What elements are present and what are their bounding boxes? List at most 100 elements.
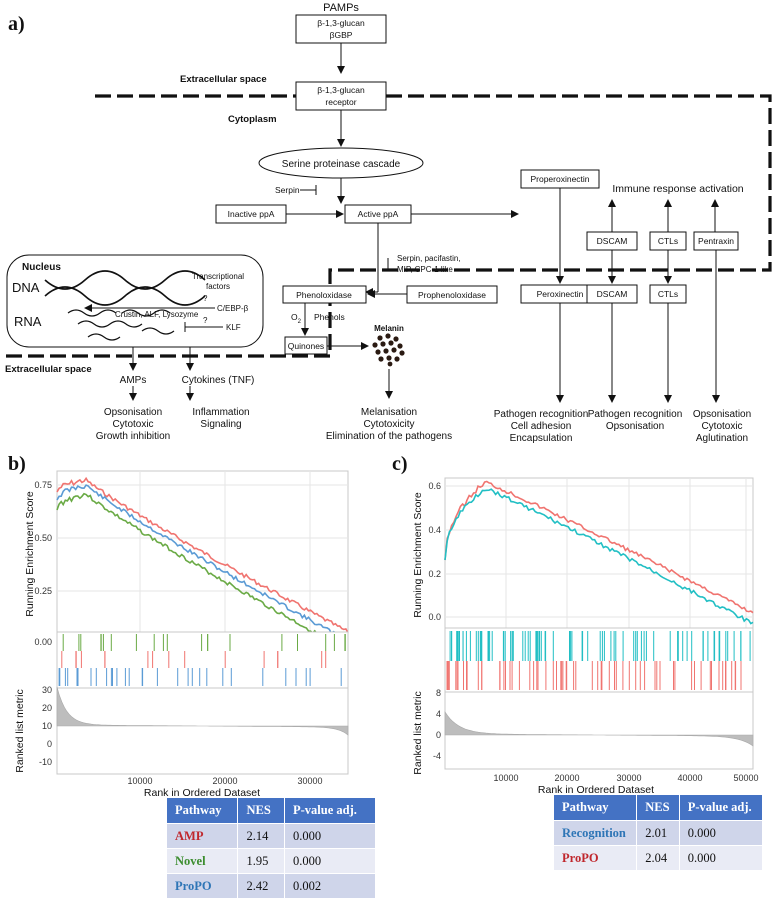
b-results-table: Pathway NES P-value adj. AMP 2.14 0.000 … (165, 797, 377, 899)
dscam-label-top: DSCAM (597, 236, 628, 246)
b-row-pathway: Novel (165, 848, 239, 874)
rna-strands (67, 309, 175, 341)
c-row-nes: 2.01 (636, 820, 680, 846)
crustin-label: Crustin, ALF, Lysozyme (115, 310, 199, 319)
b-metric-tick-0: 30 (42, 685, 52, 695)
cytokines-label: Cytokines (TNF) (182, 375, 255, 386)
outcome-peroxinectin-3: Encapsulation (510, 433, 573, 444)
dscam-label-bottom: DSCAM (597, 289, 628, 299)
c-ylabel-top: Running Enrichment Score (412, 492, 424, 618)
outcome-melanin-1: Melanisation (361, 407, 417, 418)
b-es-tick-2: 0.25 (34, 586, 52, 596)
phenoloxidase-box (282, 285, 367, 304)
outcome-cytokines-1: Inflammation (192, 407, 249, 418)
b-metric-tick-4: -10 (39, 757, 52, 767)
b-es-curve-novel (56, 492, 349, 652)
amps-label: AMPs (120, 375, 147, 386)
b-row-pathway: ProPO (165, 873, 239, 899)
c-table-header: Pathway NES P-value adj. (552, 794, 764, 821)
b-metric-tick-1: 20 (42, 703, 52, 713)
outcome-cytokines-2: Signaling (200, 419, 241, 430)
panel-c: c) 0.6 0.4 0.2 0.0 8 4 0 -4 10000 20000 … (392, 453, 759, 796)
c-es-frame (444, 477, 754, 629)
b-th-padj: P-value adj. (283, 797, 377, 824)
b-es-curve-amp (56, 476, 349, 634)
panel-a-label: a) (8, 13, 25, 35)
pamps-box (295, 14, 387, 44)
cell-membrane (5, 94, 772, 358)
table-row: Recognition 2.01 0.000 (552, 820, 764, 846)
tf-line2: factors (206, 282, 230, 291)
outcome-melanin-3: Elimination of the pathogens (326, 431, 452, 442)
c-es-tick-0: 0.6 (428, 481, 441, 491)
melanin-label: Melanin (374, 324, 404, 333)
table-row: ProPO 2.42 0.002 (165, 873, 377, 899)
inhibitors-line2: MIP, CPC-1 like (397, 265, 453, 274)
b-row-nes: 1.95 (237, 848, 285, 874)
cebp-question: ? (203, 294, 208, 303)
serine-cascade-label: Serine proteinase cascade (282, 159, 401, 170)
cebp-label: C/EBP-β (217, 304, 249, 313)
b-metric-tick-2: 10 (42, 721, 52, 731)
melanin-granule (372, 333, 405, 367)
c-hits-frame (444, 627, 754, 693)
outcome-amps-3: Growth inhibition (96, 431, 170, 442)
b-x-tick-1: 20000 (212, 776, 237, 786)
c-th-padj: P-value adj. (678, 794, 764, 821)
outcome-amps-1: Opsonisation (104, 407, 162, 418)
c-x-tick-0: 10000 (493, 773, 518, 783)
klf-label: KLF (226, 323, 241, 332)
b-es-tick-0: 0.75 (34, 480, 52, 490)
table-row: Novel 1.95 0.000 (165, 848, 377, 874)
c-th-nes: NES (636, 794, 680, 821)
b-ranked-metric (56, 686, 349, 736)
quinones-label: Quinones (288, 341, 324, 351)
receptor-box (295, 81, 387, 111)
c-es-curve-propo (444, 480, 754, 614)
outcome-peroxinectin-2: Cell adhesion (511, 421, 572, 432)
c-x-tick-4: 50000 (733, 773, 758, 783)
b-row-nes: 2.14 (237, 823, 285, 849)
receptor-line2: receptor (325, 97, 356, 107)
nucleus-box (6, 254, 264, 348)
peroxinectin-label: Peroxinectin (537, 289, 584, 299)
serpin-label: Serpin (275, 185, 300, 195)
inhibitors-line1: Serpin, pacifastin, (397, 254, 461, 263)
b-row-pathway: AMP (165, 823, 239, 849)
b-ylabel-top: Running Enrichment Score (24, 491, 36, 617)
outcome-melanin-2: Cytotoxicity (363, 419, 414, 430)
panel-b-label: b) (8, 453, 26, 475)
c-metric-frame (444, 691, 754, 770)
table-row: AMP 2.14 0.000 (165, 823, 377, 849)
pentraxin-label: Pentraxin (698, 236, 734, 246)
table-row: ProPO 2.04 0.000 (552, 845, 764, 871)
c-row-pathway: ProPO (552, 845, 638, 871)
c-metric-tick-2: 0 (436, 730, 441, 740)
outcome-pentraxin-1: Opsonisation (693, 409, 751, 420)
c-metric-tick-0: 8 (436, 688, 441, 698)
outcome-peroxinectin-1: Pathogen recognition (494, 409, 589, 420)
outcome-dscam-1: Pathogen recognition (588, 409, 683, 420)
c-metric-tick-3: -4 (433, 751, 441, 761)
prophenoloxidase-label: Prophenoloxidase (418, 290, 486, 300)
b-row-nes: 2.42 (237, 873, 285, 899)
o2-main: O (291, 312, 298, 322)
pamps-box-line2: βGBP (330, 30, 353, 40)
panel-c-label: c) (392, 453, 408, 475)
dna-helix (44, 270, 206, 306)
b-th-pathway: Pathway (165, 797, 239, 824)
b-ylabel-bottom: Ranked list metric (14, 689, 26, 772)
c-row-padj: 0.000 (678, 820, 764, 846)
c-ylabel-bottom: Ranked list metric (412, 691, 424, 774)
immune-response-label: Immune response activation (612, 183, 743, 195)
nucleus-label: Nucleus (22, 262, 61, 273)
c-x-tick-1: 20000 (554, 773, 579, 783)
c-es-curve-recognition (444, 488, 754, 625)
c-es-tick-2: 0.2 (428, 569, 441, 579)
b-x-tick-2: 30000 (297, 776, 322, 786)
b-es-tick-3: 0.00 (34, 637, 52, 647)
panel-b: b) 0.75 0.50 0.25 0.00 30 20 10 0 -10 10… (8, 453, 349, 799)
b-row-padj: 0.002 (283, 873, 377, 899)
c-es-curves (444, 480, 754, 625)
